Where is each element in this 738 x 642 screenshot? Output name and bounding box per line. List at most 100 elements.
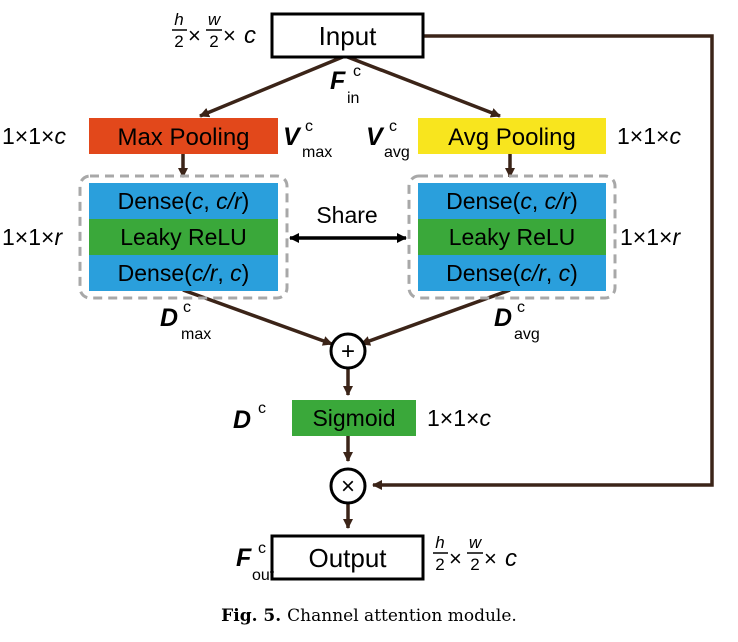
mlp-max-stack: Dense(c, c/r) Leaky ReLU Dense(c/r, c) bbox=[78, 174, 289, 300]
d-max-sub: max bbox=[181, 326, 211, 343]
v-max-sup: c bbox=[305, 118, 313, 135]
frac-w-bot: w bbox=[469, 533, 483, 552]
mlp-avg-dim-label: 1×1×r bbox=[620, 224, 681, 250]
d-avg-label: D c avg bbox=[494, 299, 540, 343]
leaky-avg-box bbox=[418, 219, 606, 255]
arrow-mlpmax-to-sum bbox=[182, 288, 333, 346]
arrow-input-to-avgpool bbox=[344, 54, 501, 118]
sigmoid-dim-label: 1×1×c bbox=[427, 405, 491, 431]
mlp-max-dim-var: r bbox=[54, 224, 63, 250]
dense1-max-label: Dense(c, c/r) bbox=[118, 188, 250, 214]
maxpool-dim-label: 1×1×c bbox=[2, 123, 66, 149]
avg-pooling-box bbox=[418, 118, 606, 154]
mlp-max-dim-prefix: 1×1× bbox=[2, 224, 54, 250]
dense1-max-box bbox=[89, 183, 278, 219]
avgpool-dim-label: 1×1×c bbox=[617, 123, 681, 149]
dense1-avg-box bbox=[418, 183, 606, 219]
f-in-sub: in bbox=[347, 90, 359, 107]
d-avg-main: D bbox=[494, 304, 512, 332]
frac-times-2-bot: × bbox=[484, 546, 497, 571]
d-avg-sup: c bbox=[517, 299, 525, 316]
d-c-label: D c bbox=[233, 400, 266, 434]
avg-pooling-label: Avg Pooling bbox=[448, 124, 576, 151]
v-avg-main: V bbox=[366, 123, 385, 151]
output-label: Output bbox=[308, 543, 387, 573]
dense2-avg-box bbox=[418, 255, 606, 291]
sigmoid-dim-prefix: 1×1× bbox=[427, 405, 479, 431]
dense1-avg-label: Dense(c, c/r) bbox=[446, 188, 578, 214]
f-out-main: F bbox=[236, 544, 252, 572]
v-max-sub: max bbox=[302, 144, 332, 161]
frac-times-1-bot: × bbox=[449, 546, 462, 571]
svg-text:1×1×r: 1×1×r bbox=[620, 224, 681, 250]
arrow-skip-connection bbox=[372, 34, 714, 490]
v-max-main: V bbox=[283, 123, 302, 151]
d-c-sup: c bbox=[258, 400, 266, 417]
sum-symbol: + bbox=[341, 338, 355, 365]
input-dim-label: h 2 × w 2 × c bbox=[172, 10, 256, 51]
f-in-main: F bbox=[330, 67, 346, 95]
f-out-sub: out bbox=[252, 567, 275, 584]
figure-caption-text: Channel attention module. bbox=[287, 606, 517, 626]
max-pooling-label: Max Pooling bbox=[117, 124, 249, 151]
mlp-avg-stack: Dense(c, c/r) Leaky ReLU Dense(c/r, c) bbox=[407, 174, 617, 300]
avgpool-dim-prefix: 1×1× bbox=[617, 123, 669, 149]
frac-den-1-top: 2 bbox=[174, 32, 183, 51]
v-max-label: V c max bbox=[283, 118, 332, 161]
mlp-max-dim-label: 1×1×r bbox=[2, 224, 63, 250]
svg-text:1×1×r: 1×1×r bbox=[2, 224, 63, 250]
v-avg-sub: avg bbox=[384, 144, 410, 161]
f-out-label: F c out bbox=[236, 540, 275, 584]
sigmoid-dim-var: c bbox=[479, 405, 491, 431]
sigmoid-box bbox=[292, 400, 416, 436]
d-max-label: D c max bbox=[160, 299, 211, 343]
f-in-sup: c bbox=[353, 63, 361, 80]
output-dim-label: h 2 × w 2 × c bbox=[433, 533, 517, 574]
multiply-symbol: × bbox=[341, 473, 355, 500]
mlp-avg-dashed-frame bbox=[407, 174, 617, 300]
share-label: Share bbox=[316, 202, 377, 228]
figure-caption: Fig. 5.Channel attention module. bbox=[0, 606, 738, 626]
mlp-avg-dim-var: r bbox=[672, 224, 681, 250]
d-max-main: D bbox=[160, 304, 178, 332]
frac-c-top: c bbox=[244, 22, 256, 49]
d-max-sup: c bbox=[183, 299, 191, 316]
max-pooling-box bbox=[89, 118, 278, 154]
figure-number: Fig. 5. bbox=[221, 606, 282, 626]
frac-den-1-bot: 2 bbox=[435, 555, 444, 574]
leaky-avg-label: Leaky ReLU bbox=[449, 224, 576, 250]
v-avg-sup: c bbox=[389, 118, 397, 135]
frac-times-2-top: × bbox=[223, 23, 236, 48]
leaky-max-label: Leaky ReLU bbox=[120, 224, 247, 250]
d-avg-sub: avg bbox=[514, 326, 540, 343]
frac-den-2-top: 2 bbox=[209, 32, 218, 51]
frac-c-bot: c bbox=[505, 545, 517, 572]
arrow-input-to-maxpool bbox=[199, 54, 346, 118]
output-box bbox=[270, 534, 425, 581]
f-in-label: F c in bbox=[330, 63, 361, 107]
avgpool-dim-var: c bbox=[669, 123, 681, 149]
sigmoid-label: Sigmoid bbox=[312, 405, 395, 431]
input-label: Input bbox=[319, 21, 378, 51]
maxpool-dim-var: c bbox=[54, 123, 66, 149]
dense2-max-label: Dense(c/r, c) bbox=[118, 260, 250, 286]
v-avg-label: V c avg bbox=[366, 118, 410, 161]
frac-times-1-top: × bbox=[188, 23, 201, 48]
frac-h-bot: h bbox=[435, 533, 444, 552]
svg-text:1×1×c: 1×1×c bbox=[2, 123, 66, 149]
mlp-max-dashed-frame bbox=[78, 174, 289, 300]
mlp-avg-dim-prefix: 1×1× bbox=[620, 224, 672, 250]
maxpool-dim-prefix: 1×1× bbox=[2, 123, 54, 149]
leaky-max-box bbox=[89, 219, 278, 255]
input-box bbox=[270, 12, 425, 59]
frac-w-top: w bbox=[208, 10, 222, 29]
frac-h-top: h bbox=[174, 10, 183, 29]
d-c-main: D bbox=[233, 406, 251, 434]
svg-text:1×1×c: 1×1×c bbox=[617, 123, 681, 149]
f-out-sup: c bbox=[258, 540, 266, 557]
svg-text:1×1×c: 1×1×c bbox=[427, 405, 491, 431]
multiply-node bbox=[329, 467, 367, 505]
sum-node bbox=[329, 332, 367, 370]
frac-den-2-bot: 2 bbox=[470, 555, 479, 574]
